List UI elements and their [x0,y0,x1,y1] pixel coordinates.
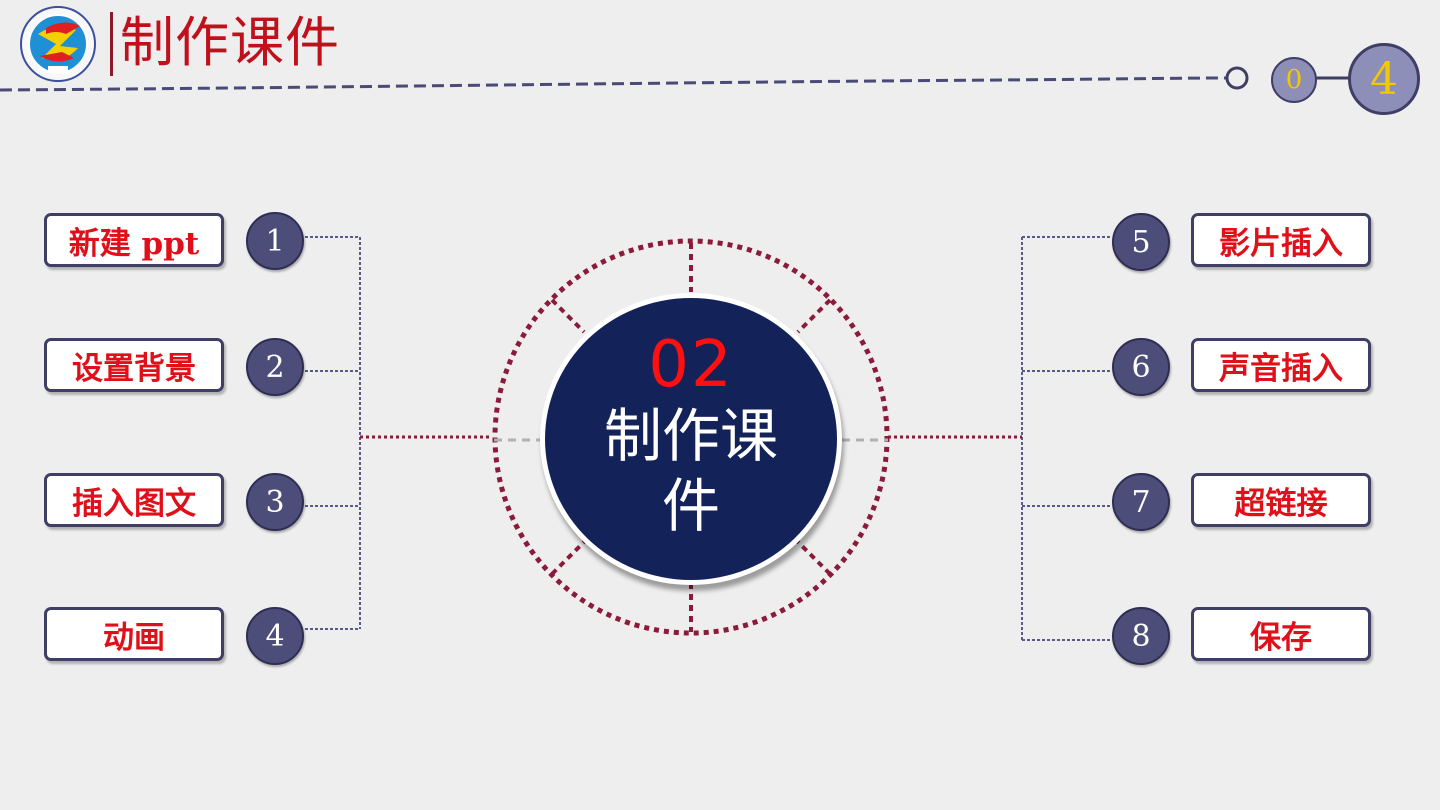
item-number-1: 1 [246,212,304,270]
page-title: 制作课件 [120,11,340,74]
item-label-6: 声音插入 [1191,338,1371,392]
item-number-4: 4 [246,607,304,665]
item-label-8: 保存 [1191,607,1371,661]
item-number-8: 8 [1112,607,1170,665]
pager-digit-0: 0 [1271,57,1317,103]
item-number-7: 7 [1112,473,1170,531]
item-label-7: 超链接 [1191,473,1371,527]
item-number-6: 6 [1112,338,1170,396]
header-dashed-line [0,66,1350,92]
section-number: 02 [648,328,734,402]
item-label-4: 动画 [44,607,224,661]
item-label-5: 影片插入 [1191,213,1371,267]
item-label-1: 新建 ppt [44,213,224,267]
pager-digit-4: 4 [1348,43,1420,115]
school-logo-icon [20,6,96,82]
item-number-5: 5 [1112,213,1170,271]
item-label-2: 设置背景 [44,338,224,392]
section-label: 制作课件 [603,402,778,540]
center-circle: 02 制作课件 [540,293,842,585]
title-divider [110,12,113,76]
item-number-3: 3 [246,473,304,531]
item-label-3: 插入图文 [44,473,224,527]
item-number-2: 2 [246,338,304,396]
